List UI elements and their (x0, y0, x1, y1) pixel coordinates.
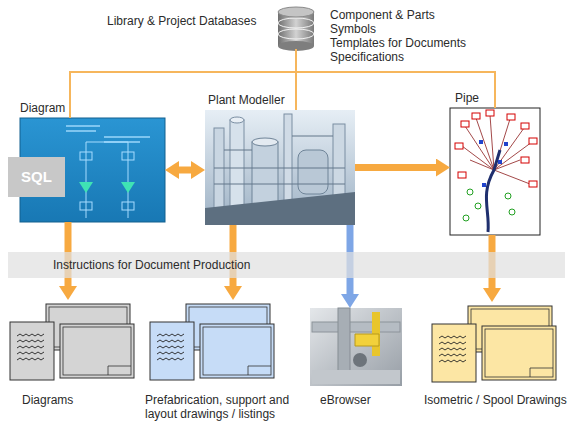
plant-column (333, 124, 345, 198)
plant-rendering (205, 110, 355, 225)
node-marker (482, 183, 486, 187)
module-heading: Plant Modeller (208, 93, 285, 107)
node-marker (498, 160, 502, 164)
tag-marker (458, 172, 466, 178)
tag-marker (461, 121, 469, 127)
fitting-marker (467, 189, 473, 195)
band-label: Instructions for Document Production (53, 258, 250, 272)
document-stack (10, 304, 134, 380)
database-disk (278, 41, 314, 51)
plant-stack (284, 114, 292, 204)
schematic-symbol (122, 202, 134, 210)
database-content-item: Specifications (330, 50, 404, 64)
node-marker (504, 142, 508, 146)
document-stack (150, 304, 274, 380)
fitting-marker (505, 193, 511, 199)
node-marker (479, 140, 483, 144)
tag-marker (472, 113, 480, 119)
sql-badge: SQL (8, 157, 65, 197)
ebrowser-screenshot (310, 308, 402, 386)
database-content-item: Component & Parts (330, 8, 435, 22)
flow-arrow (355, 164, 436, 171)
pipe-nodes (479, 140, 508, 187)
output-label: Diagrams (22, 393, 73, 407)
pipe-module: Pipe (450, 108, 540, 235)
tag-marker (521, 123, 529, 129)
tag-marker (529, 138, 537, 144)
database-node: Library & Project DatabasesComponent & P… (277, 5, 315, 49)
output-label: eBrowser (320, 393, 371, 407)
sql-label: SQL (8, 168, 65, 186)
database-content-item: Symbols (330, 22, 376, 36)
database-content-item: Templates for Documents (330, 36, 466, 50)
tag-marker (529, 181, 537, 187)
highlight-valve (355, 334, 379, 346)
database-link (296, 49, 495, 108)
tag-marker (455, 143, 463, 149)
plant-modeller-module: Plant Modeller (205, 110, 355, 225)
tag-marker (507, 114, 515, 120)
fitting-marker (475, 203, 481, 209)
plant-column-cap (230, 117, 244, 123)
database-disk (278, 29, 314, 39)
render-floor (312, 370, 400, 384)
render-background (205, 110, 355, 225)
plant-vessel (252, 142, 278, 206)
database-top (278, 7, 314, 17)
pipe-tags (455, 110, 537, 187)
tag-marker (521, 157, 529, 163)
plant-vessel-cap (252, 138, 278, 146)
output-documents: Diagrams (8, 300, 130, 382)
pipe-frame (450, 108, 540, 235)
pipe-fittings (463, 189, 515, 221)
render-background (310, 308, 402, 386)
schematic-symbol (80, 202, 92, 210)
plant-tank (298, 150, 328, 194)
branch-lines (462, 115, 532, 184)
database-label: Library & Project Databases (107, 14, 256, 28)
header-marks (66, 126, 150, 142)
render-pipe (312, 322, 400, 332)
database-icon (278, 7, 314, 51)
database-disk (278, 18, 314, 28)
valve-symbol (121, 182, 135, 193)
module-heading: Pipe (455, 91, 479, 105)
document-stack (432, 306, 556, 382)
plant-column (230, 120, 244, 208)
valve-symbol (79, 182, 93, 193)
render-pipe (338, 308, 350, 372)
database-link (295, 49, 297, 110)
plant-piping (214, 136, 345, 184)
instruction-band: Instructions for Document Production (8, 252, 565, 278)
output-label: Prefabrication, support and layout drawi… (145, 393, 310, 421)
output-documents: Isometric / Spool Drawings (428, 302, 560, 382)
fitting-marker (509, 209, 515, 215)
tag-marker (486, 110, 494, 116)
module-heading: Diagram (20, 101, 65, 115)
output-documents: Prefabrication, support and layout drawi… (148, 300, 278, 382)
render-valve (353, 353, 367, 367)
plant-platform (205, 192, 355, 225)
database-link (70, 49, 296, 118)
main-pipe (486, 150, 500, 232)
schematic-symbol (80, 152, 92, 160)
output-viewer: eBrowser (310, 308, 402, 386)
output-label: Isometric / Spool Drawings (424, 393, 567, 407)
fitting-marker (463, 215, 469, 221)
schematic-symbol (122, 152, 134, 160)
pipe-isometric (450, 108, 540, 235)
flow-arrow (179, 167, 191, 174)
